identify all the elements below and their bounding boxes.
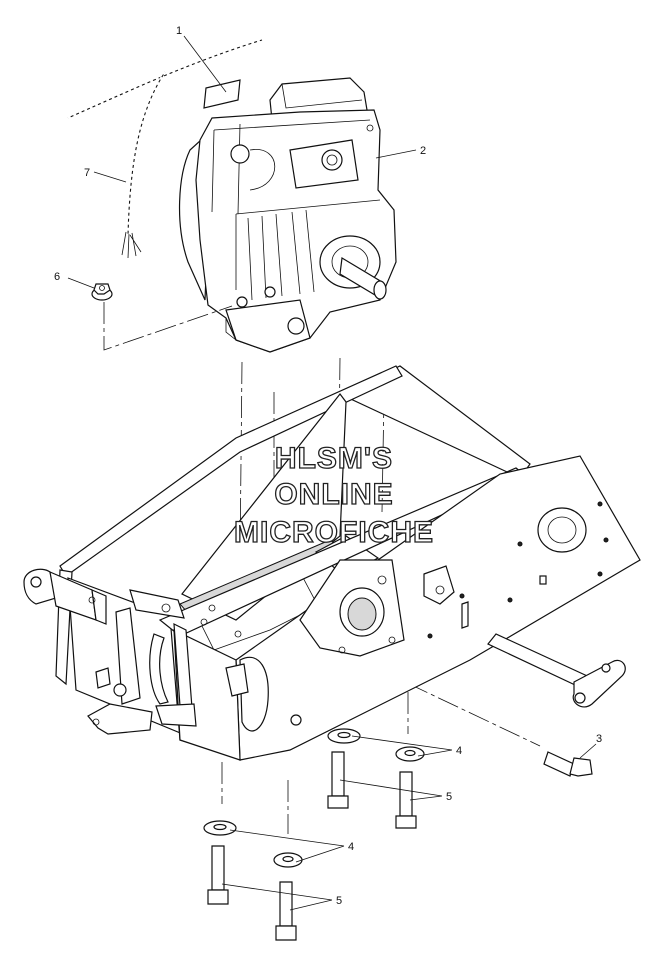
callout-4-upper: 4 — [456, 745, 462, 757]
link-arm — [487, 633, 626, 708]
leader-lines — [67, 35, 597, 911]
decal — [203, 79, 241, 109]
watermark-line-3: MICROFICHE — [234, 516, 434, 549]
callout-5-lower: 5 — [336, 895, 342, 907]
watermark: HLSM'S ONLINE MICROFICHE — [233, 441, 434, 549]
frame-chassis — [23, 365, 641, 761]
flange-nut — [91, 283, 113, 301]
bolt-3 — [543, 751, 593, 777]
callout-3: 3 — [596, 733, 602, 745]
engine — [178, 77, 397, 353]
callout-2: 2 — [420, 145, 426, 157]
callout-7: 7 — [84, 167, 90, 179]
callout-6: 6 — [54, 271, 60, 283]
callout-4-lower: 4 — [348, 841, 354, 853]
watermark-line-2: ONLINE — [274, 478, 393, 511]
callout-5-upper: 5 — [446, 791, 452, 803]
watermark-line-1: HLSM'S — [275, 442, 393, 475]
callout-labels: 1 2 3 4 4 5 5 6 7 — [54, 25, 602, 907]
washers — [203, 728, 425, 868]
wire-harness — [67, 38, 263, 259]
callout-1: 1 — [176, 25, 182, 37]
bolts — [207, 751, 417, 941]
